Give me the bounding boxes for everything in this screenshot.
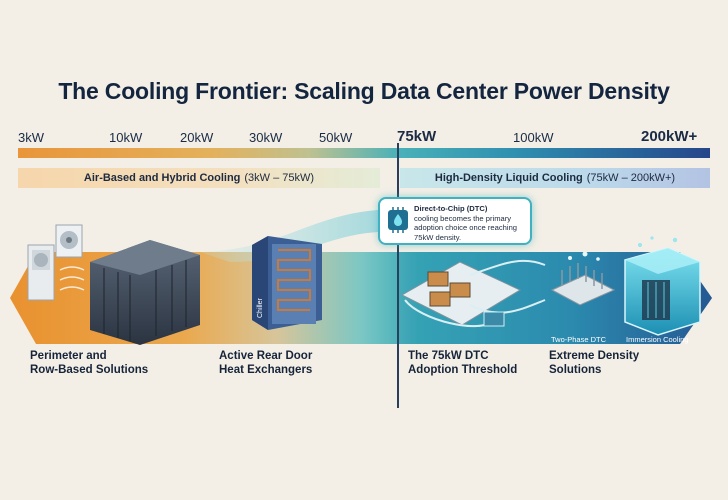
two-phase-label: Two-Phase DTC bbox=[551, 335, 607, 344]
band-liquid-range: (75kW – 200kW+) bbox=[586, 172, 676, 184]
stage-dtc-line2: Adoption Threshold bbox=[408, 364, 518, 376]
stage-extreme-line1: Extreme Density bbox=[549, 350, 640, 362]
stage-perimeter-label: Perimeter and Row-Based Solutions bbox=[30, 349, 148, 377]
stage-perimeter-line2: Row-Based Solutions bbox=[30, 364, 149, 376]
tick-200kw: 200kW+ bbox=[641, 128, 698, 145]
threshold-divider bbox=[397, 143, 399, 408]
tick-10kw: 10kW bbox=[109, 130, 143, 145]
tick-20kw: 20kW bbox=[180, 130, 214, 145]
stage-rear-door-label: Active Rear Door Heat Exchangers bbox=[219, 349, 312, 377]
tick-50kw: 50kW bbox=[319, 130, 353, 145]
band-liquid-name: High-Density Liquid Cooling bbox=[434, 172, 583, 184]
tick-100kw: 100kW bbox=[513, 130, 554, 145]
tick-30kw: 30kW bbox=[249, 130, 283, 145]
immersion-tank-icon bbox=[624, 236, 701, 336]
chiller-text: Chiller bbox=[257, 297, 264, 318]
tick-3kw: 3kW bbox=[18, 130, 44, 145]
band-air-range: (3kW – 75kW) bbox=[244, 172, 315, 184]
callout-heading: Direct-to-Chip (DTC) bbox=[414, 204, 488, 213]
stage-extreme-line2: Solutions bbox=[549, 364, 602, 376]
band-air-cooling: Air-Based and Hybrid Cooling (3kW – 75kW… bbox=[18, 168, 380, 188]
tick-75kw: 75kW bbox=[397, 128, 437, 145]
chip-droplet-icon bbox=[388, 207, 408, 233]
band-air-name: Air-Based and Hybrid Cooling bbox=[83, 172, 241, 184]
stage-rear-door-line1: Active Rear Door bbox=[219, 350, 313, 362]
stage-dtc-threshold-label: The 75kW DTC Adoption Threshold bbox=[408, 349, 517, 377]
dtc-callout: Direct-to-Chip (DTC) cooling becomes the… bbox=[378, 197, 532, 245]
immersion-label: Immersion Cooling bbox=[626, 335, 689, 344]
stage-perimeter-line1: Perimeter and bbox=[30, 350, 107, 362]
rear-door-heat-exchanger-icon: Chiller bbox=[252, 236, 322, 330]
stage-dtc-line1: The 75kW DTC bbox=[408, 350, 489, 362]
band-liquid-cooling: High-Density Liquid Cooling (75kW – 200k… bbox=[400, 168, 710, 188]
transition-wave bbox=[200, 210, 378, 262]
power-density-scale-bar bbox=[18, 148, 710, 158]
page-title: The Cooling Frontier: Scaling Data Cente… bbox=[58, 78, 670, 104]
callout-body: cooling becomes the primary adoption cho… bbox=[414, 213, 518, 242]
cold-plate-loop-icon bbox=[400, 259, 546, 328]
stage-rear-door-line2: Heat Exchangers bbox=[219, 364, 313, 376]
two-phase-dtc-icon bbox=[550, 251, 616, 306]
crac-and-server-racks-icon bbox=[27, 224, 200, 345]
stage-extreme-density-label: Extreme Density Solutions bbox=[549, 349, 639, 377]
